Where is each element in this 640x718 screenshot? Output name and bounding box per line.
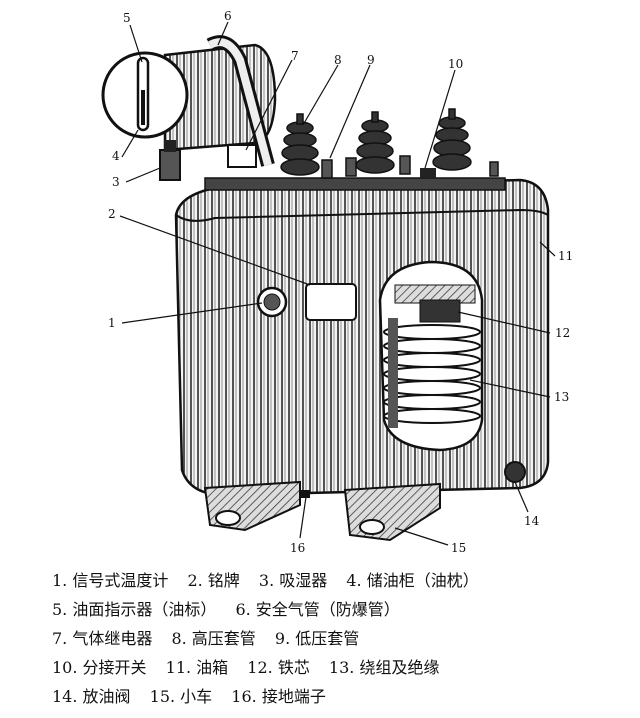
- cutaway-core-winding: [378, 260, 484, 452]
- legend-row: 5. 油面指示器（油标） 6. 安全气管（防爆管）: [52, 595, 632, 624]
- legend-item: 16. 接地端子: [231, 687, 326, 706]
- nameplate: [305, 283, 357, 321]
- legend-item: 2. 铭牌: [187, 571, 240, 590]
- callout-5: 5: [123, 11, 131, 25]
- callout-9: 9: [367, 53, 375, 67]
- legend-item: 13. 绕组及绝缘: [328, 658, 440, 677]
- oil-tank: [174, 177, 550, 497]
- callout-12: 12: [555, 326, 570, 340]
- callout-14: 14: [524, 514, 540, 528]
- legend-item: 6. 安全气管（防爆管）: [235, 600, 400, 619]
- callout-4: 4: [112, 149, 120, 163]
- callout-numbers: 1 2 3 4 5 6 7 8 9 10 11 12 13 14 15 16: [108, 9, 573, 555]
- callout-10: 10: [448, 57, 463, 71]
- breather: [159, 140, 181, 181]
- legend-row: 7. 气体继电器 8. 高压套管 9. 低压套管: [52, 624, 632, 653]
- legend-row: 14. 放油阀 15. 小车 16. 接地端子: [52, 682, 632, 711]
- legend-item: 9. 低压套管: [274, 629, 360, 648]
- callout-16: 16: [290, 541, 305, 555]
- callout-11: 11: [558, 249, 573, 263]
- tap-changer: [420, 168, 436, 178]
- legend-item: 15. 小车: [149, 687, 213, 706]
- legend-item: 7. 气体继电器: [52, 629, 153, 648]
- legend-item: 14. 放油阀: [52, 687, 131, 706]
- callout-3: 3: [112, 175, 120, 189]
- gas-relay: [227, 144, 257, 168]
- callout-2: 2: [108, 207, 116, 221]
- drain-valve: [504, 461, 526, 483]
- transformer-diagram: 1 2 3 4 5 6 7 8 9 10 11 12 13 14 15 16: [101, 9, 573, 555]
- leader-lines: [119, 21, 556, 546]
- legend: 1. 信号式温度计 2. 铭牌 3. 吸湿器 4. 储油柜（油枕） 5. 油面指…: [52, 566, 632, 711]
- callout-7: 7: [291, 49, 299, 63]
- carriages: [203, 480, 441, 542]
- ground-terminal: [300, 490, 310, 498]
- callout-1: 1: [108, 316, 116, 330]
- callout-13: 13: [554, 390, 569, 404]
- legend-item: 8. 高压套管: [171, 629, 256, 648]
- callout-6: 6: [224, 9, 232, 23]
- thermometer: [256, 286, 288, 318]
- callout-15: 15: [451, 541, 466, 555]
- legend-item: 5. 油面指示器（油标）: [52, 600, 217, 619]
- legend-row: 1. 信号式温度计 2. 铭牌 3. 吸湿器 4. 储油柜（油枕）: [52, 566, 632, 595]
- legend-item: 11. 油箱: [165, 658, 229, 677]
- hv-bushings: [280, 108, 472, 176]
- legend-item: 1. 信号式温度计: [52, 571, 169, 590]
- lv-bushings: [321, 155, 499, 179]
- legend-item: 12. 铁芯: [247, 658, 310, 677]
- legend-row: 10. 分接开关 11. 油箱 12. 铁芯 13. 绕组及绝缘: [52, 653, 632, 682]
- legend-item: 4. 储油柜（油枕）: [346, 571, 479, 590]
- legend-item: 10. 分接开关: [52, 658, 147, 677]
- callout-8: 8: [334, 53, 342, 67]
- legend-item: 3. 吸湿器: [258, 571, 328, 590]
